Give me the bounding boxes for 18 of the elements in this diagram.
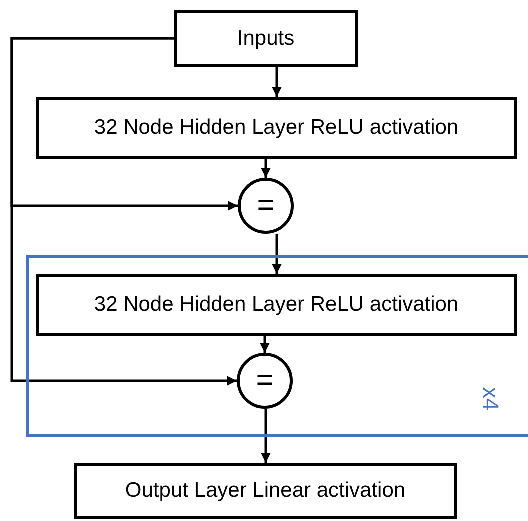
- arrow: [260, 336, 270, 353]
- layer-label: Output Layer Linear activation: [125, 479, 406, 503]
- arrow: [10, 37, 237, 386]
- arrow: [261, 159, 271, 178]
- arrow: [272, 234, 282, 274]
- operator-label: =: [257, 191, 275, 221]
- layer-box: [36, 97, 517, 159]
- layer-box: [174, 10, 358, 67]
- layer-box: [74, 463, 457, 519]
- repeat-count-label: x4: [478, 387, 504, 411]
- arrow: [272, 67, 282, 97]
- operator-label: =: [256, 366, 274, 396]
- arrow: [261, 409, 271, 463]
- repeat-block: [26, 255, 528, 437]
- layer-label: 32 Node Hidden Layer ReLU activation: [94, 116, 459, 140]
- layer-label: Inputs: [237, 26, 295, 50]
- layer-label: 32 Node Hidden Layer ReLU activation: [94, 293, 459, 317]
- layer-box: [36, 274, 517, 336]
